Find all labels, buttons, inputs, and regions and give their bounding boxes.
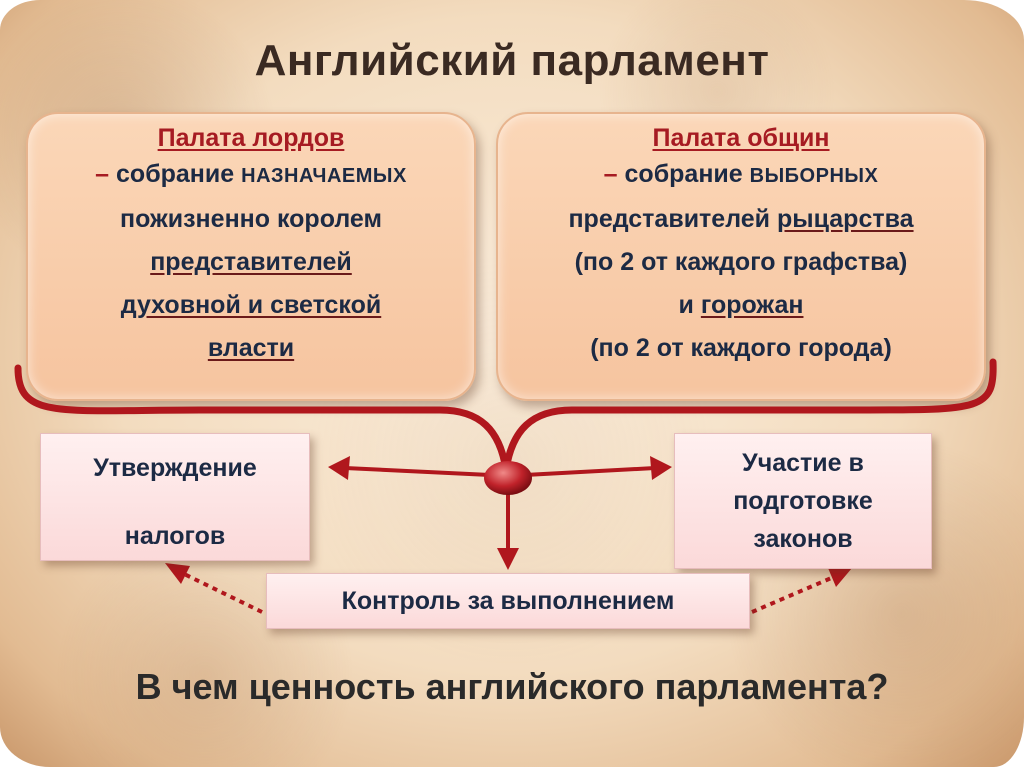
lords-line-1-b: НАЗНАЧАЕМЫХ	[241, 165, 407, 187]
house-of-lords-heading: Палата лордов	[157, 124, 345, 152]
laws-label-3: законов	[753, 525, 853, 553]
lords-line-2: пожизненно королем	[120, 205, 382, 233]
commons-line-2: представителей рыцарства	[498, 198, 984, 241]
house-of-commons-box: Палата общин – собрание ВЫБОРНЫХ предста…	[496, 112, 986, 401]
page-title: Английский парламент	[254, 36, 770, 85]
dotted-arrow-right-head	[828, 568, 852, 587]
question-text: В чем ценность английского парламента?	[135, 666, 889, 707]
house-of-lords-box: Палата лордов – собрание НАЗНАЧАЕМЫХ пож…	[26, 112, 476, 401]
commons-line-2-b: рыцарства	[776, 205, 914, 233]
arrow-head-control	[497, 548, 519, 570]
lords-line-4: духовной и светской	[120, 291, 382, 319]
lords-line-3: представителей	[150, 248, 352, 276]
lords-line-1-a: собрание	[116, 160, 235, 188]
arrow-head-taxes	[328, 456, 350, 480]
lords-line-1: – собрание НАЗНАЧАЕМЫХ	[28, 153, 474, 198]
commons-dash: –	[603, 160, 618, 188]
lawmaking-box: Участие в подготовке законов	[674, 433, 932, 569]
dotted-arrow-left-head	[165, 563, 190, 584]
taxes-label-2: налогов	[124, 522, 226, 550]
commons-line-4: и горожан	[498, 284, 984, 327]
arrow-head-laws	[650, 456, 672, 480]
house-of-commons-heading: Палата общин	[652, 124, 830, 152]
lords-line-5: власти	[207, 334, 295, 362]
commons-line-5: (по 2 от каждого города)	[590, 334, 892, 362]
lords-dash: –	[95, 160, 110, 188]
dotted-arrow-right	[751, 574, 837, 614]
commons-line-2-a: представителей	[568, 205, 771, 233]
commons-line-1-a: собрание	[624, 160, 743, 188]
laws-label-1: Участие в	[742, 449, 864, 477]
dotted-arrow-left	[179, 570, 263, 614]
laws-label-2: подготовке	[733, 487, 873, 515]
taxes-approval-box: Утверждение налогов	[40, 433, 310, 561]
control-box: Контроль за выполнением	[266, 573, 750, 629]
commons-line-4-a: и	[678, 291, 694, 319]
center-ball	[484, 461, 532, 495]
taxes-label-1: Утверждение	[93, 454, 257, 482]
arrow-to-taxes	[344, 466, 491, 477]
arrow-to-laws	[524, 466, 656, 477]
commons-line-1: – собрание ВЫБОРНЫХ	[498, 153, 984, 198]
commons-line-1-b: ВЫБОРНЫХ	[749, 165, 879, 187]
commons-line-4-b: горожан	[700, 291, 804, 319]
commons-line-3: (по 2 от каждого графства)	[574, 248, 908, 276]
